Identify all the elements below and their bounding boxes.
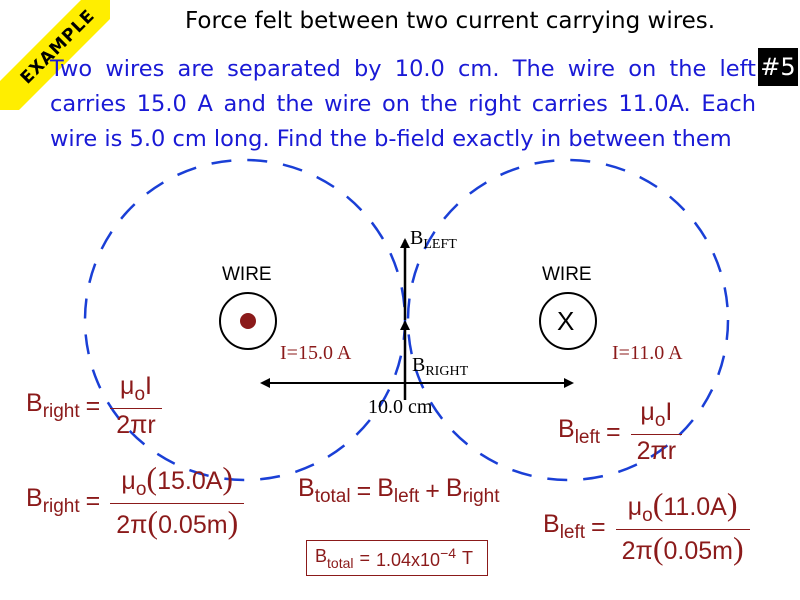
example-number-badge: #5 xyxy=(758,48,798,86)
eq-lhs: Bright xyxy=(26,389,80,422)
eq-fraction: μo(11.0A) 2π(0.05m) xyxy=(615,486,750,566)
separation-label: 10.0 cm xyxy=(368,396,433,418)
b-right-sub: RIGHT xyxy=(425,364,469,379)
eq-denominator: 2π(0.05m) xyxy=(615,529,750,566)
b-right-label: BRIGHT xyxy=(412,354,468,380)
eq-numerator: μoI xyxy=(120,372,152,405)
answer-box: Btotal = 1.04x10−4 T xyxy=(306,540,489,576)
left-current-label: I=15.0 A xyxy=(280,342,352,364)
eq-lhs: Bleft xyxy=(558,415,601,448)
eq-fraction: μo(15.0A) 2π(0.05m) xyxy=(110,460,245,540)
answer-equals: = xyxy=(359,547,370,568)
eq-lhs: Bleft xyxy=(543,510,586,543)
problem-statement: Two wires are separated by 10.0 cm. The … xyxy=(50,56,756,152)
eq-denominator: 2πr xyxy=(630,434,683,466)
eq-term-left: Bleft xyxy=(377,474,420,507)
eq-b-left-formula: Bleft = μoI 2πr xyxy=(558,398,686,466)
right-field-circle xyxy=(406,158,730,482)
left-wire-label: WIRE xyxy=(222,264,272,285)
eq-b-right-formula: Bright = μoI 2πr xyxy=(26,372,166,440)
eq-lhs: Bright xyxy=(26,484,80,517)
eq-equals: = xyxy=(591,512,606,541)
eq-numerator: μoI xyxy=(640,398,673,431)
current-out-dot-icon xyxy=(240,313,256,329)
eq-denominator: 2π(0.05m) xyxy=(110,503,245,540)
answer-unit: T xyxy=(462,547,474,568)
eq-numerator: μo(11.0A) xyxy=(627,486,738,526)
eq-fraction: μoI 2πr xyxy=(110,372,162,440)
eq-b-right-substituted: Bright = μo(15.0A) 2π(0.05m) xyxy=(26,462,248,540)
right-wire xyxy=(539,292,597,350)
eq-equals: = xyxy=(356,476,372,505)
eq-equals: = xyxy=(606,417,621,446)
answer-value: 1.04x10−4 xyxy=(376,545,457,570)
eq-fraction: μoI 2πr xyxy=(630,398,683,466)
answer-lhs: Btotal xyxy=(315,545,354,571)
b-right-base: B xyxy=(412,354,426,376)
b-left-label: BLEFT xyxy=(410,227,457,253)
b-left-sub: LEFT xyxy=(423,237,457,252)
eq-equals: = xyxy=(85,486,101,515)
b-left-base: B xyxy=(410,227,424,249)
eq-b-total-sum: Btotal = Bleft + Bright xyxy=(298,474,500,508)
eq-plus: + xyxy=(425,476,440,505)
slide-title: Force felt between two current carrying … xyxy=(185,8,716,34)
eq-lhs: Btotal xyxy=(298,474,351,507)
eq-numerator: μo(15.0A) xyxy=(121,460,234,500)
eq-b-left-substituted: Bleft = μo(11.0A) 2π(0.05m) xyxy=(543,488,754,566)
eq-denominator: 2πr xyxy=(110,408,162,440)
right-wire-label: WIRE xyxy=(542,264,592,285)
eq-term-right: Bright xyxy=(445,474,500,507)
current-in-x-icon: X xyxy=(557,306,575,336)
right-current-label: I=11.0 A xyxy=(612,342,683,364)
eq-equals: = xyxy=(85,391,101,420)
